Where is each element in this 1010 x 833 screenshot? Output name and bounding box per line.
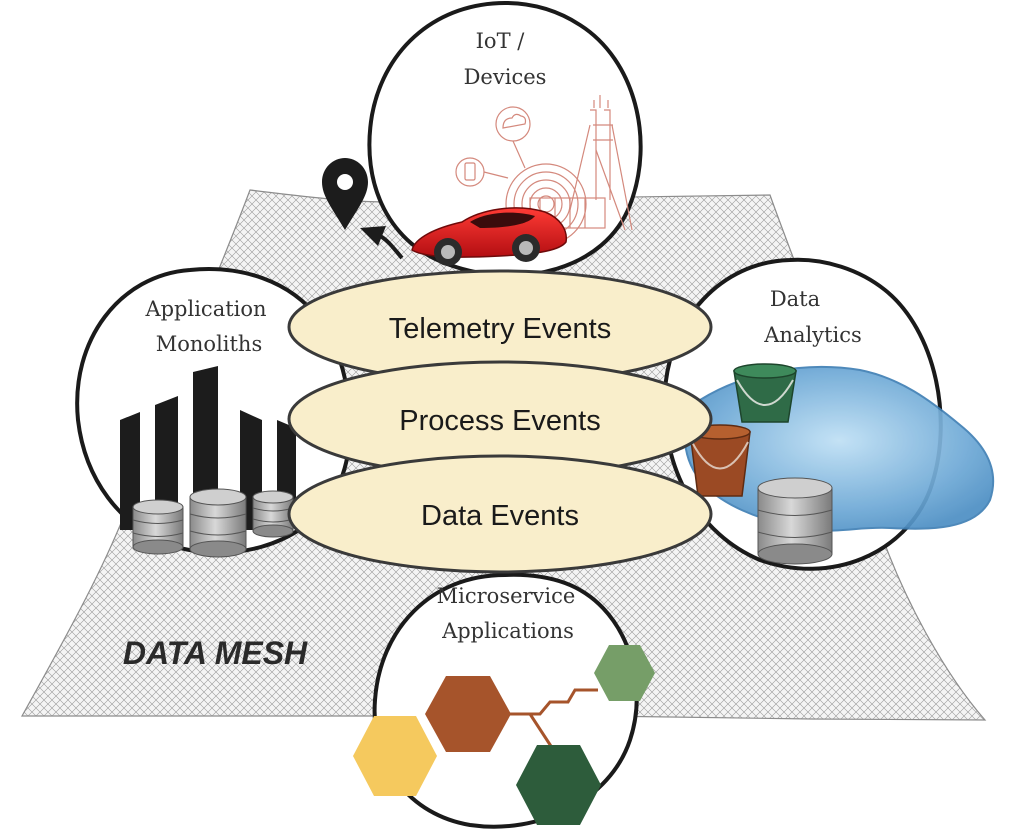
domain-label-line1: Data bbox=[770, 287, 820, 311]
event-label: Telemetry Events bbox=[389, 313, 611, 345]
event-label: Data Events bbox=[421, 500, 579, 532]
domain-label-line2: Applications bbox=[441, 619, 574, 643]
domain-microservice-applications: Microservice Applications bbox=[353, 572, 655, 829]
mesh-label: DATA MESH bbox=[123, 635, 308, 671]
event-telemetry: Telemetry Events bbox=[287, 269, 713, 385]
hexagon-icon bbox=[594, 645, 655, 701]
database-icon bbox=[189, 488, 247, 558]
hexagon-icon bbox=[353, 716, 437, 796]
event-label: Process Events bbox=[399, 405, 600, 437]
domain-data-analytics: Data Analytics bbox=[662, 257, 995, 571]
domain-label-line1: Microservice bbox=[437, 584, 576, 608]
hexagon-icon bbox=[425, 676, 511, 752]
database-icon bbox=[252, 490, 294, 538]
hexagon-icon bbox=[516, 745, 601, 825]
database-icon bbox=[757, 477, 833, 565]
car-icon bbox=[411, 207, 568, 266]
location-pin-icon bbox=[322, 158, 368, 230]
arrow-icon bbox=[360, 226, 404, 260]
domain-label-line2: Analytics bbox=[763, 323, 861, 347]
event-data: Data Events bbox=[287, 454, 713, 574]
domain-label-line1: Application bbox=[144, 297, 266, 321]
domain-iot-devices: IoT / Devices bbox=[367, 0, 643, 278]
domain-label-line2: Monoliths bbox=[156, 332, 263, 356]
domain-label-line1: IoT / bbox=[476, 29, 526, 53]
bucket-icon bbox=[733, 363, 797, 423]
bucket-icon bbox=[689, 424, 751, 497]
domain-label-line2: Devices bbox=[464, 65, 547, 89]
event-process: Process Events bbox=[287, 360, 713, 478]
database-icon bbox=[132, 499, 184, 555]
